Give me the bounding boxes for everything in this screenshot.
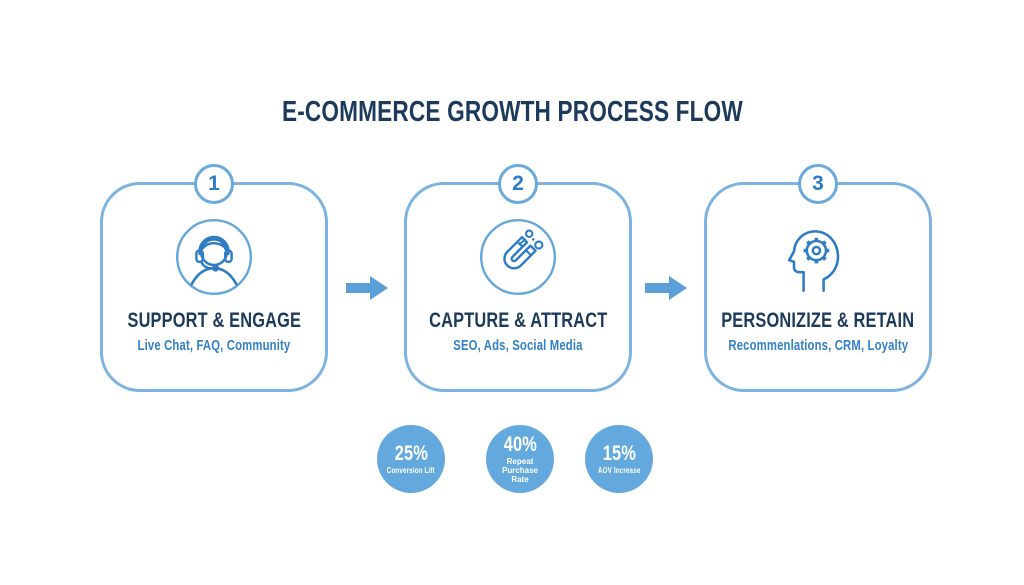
stat-value: 40%	[503, 432, 537, 456]
stat-label: Repeat Purchase Rate	[501, 456, 539, 485]
step-title: SUPPORT & ENGAGE	[127, 309, 301, 332]
page-title: E-COMMERCE GROWTH PROCESS FLOW	[0, 96, 1024, 129]
head-gear-icon	[787, 230, 840, 292]
magnet-icon	[480, 219, 556, 295]
step-card-support-engage: 1 SUPPORT & ENGAGE Live Chat, FAQ, Commu…	[100, 164, 328, 392]
step-card-personalize-retain: 3 PERSONIZIZE & RETAIN Recommenlations, …	[704, 164, 932, 392]
right-arrow-icon	[645, 276, 687, 300]
stat-label: Conversion Lift	[386, 465, 436, 475]
right-arrow-icon	[346, 276, 388, 300]
step-number-badge: 1	[194, 164, 234, 204]
step-title: CAPTURE & ATTRACT	[428, 309, 608, 332]
step-number-badge: 2	[498, 164, 538, 204]
stat-conversion-lift: 25% Conversion Lift	[377, 425, 445, 493]
page-title-text: E-COMMERCE GROWTH PROCESS FLOW	[281, 96, 743, 128]
stat-value: 25%	[394, 441, 428, 465]
step-title: PERSONIZIZE & RETAIN	[721, 309, 915, 332]
headset-support-agent-icon	[176, 219, 252, 295]
step-card-capture-attract: 2 CAPTURE & ATTRACT SEO, Ads, Social Med…	[404, 164, 632, 392]
step-subtitle: SEO, Ads, Social Media	[453, 338, 583, 354]
step-subtitle: Live Chat, FAQ, Community	[137, 338, 291, 354]
stat-label: AOV Increase	[597, 465, 641, 475]
stat-repeat-purchase-rate: 40% Repeat Purchase Rate	[486, 425, 554, 493]
step-number: 3	[812, 172, 824, 195]
step-number-badge: 3	[798, 164, 838, 204]
step-subtitle: Recommenlations, CRM, Loyalty	[728, 338, 908, 354]
stat-aov-increase: 15% AOV Increase	[585, 425, 653, 493]
step-number: 1	[208, 172, 220, 195]
step-number: 2	[512, 172, 524, 195]
stat-value: 15%	[602, 441, 636, 465]
